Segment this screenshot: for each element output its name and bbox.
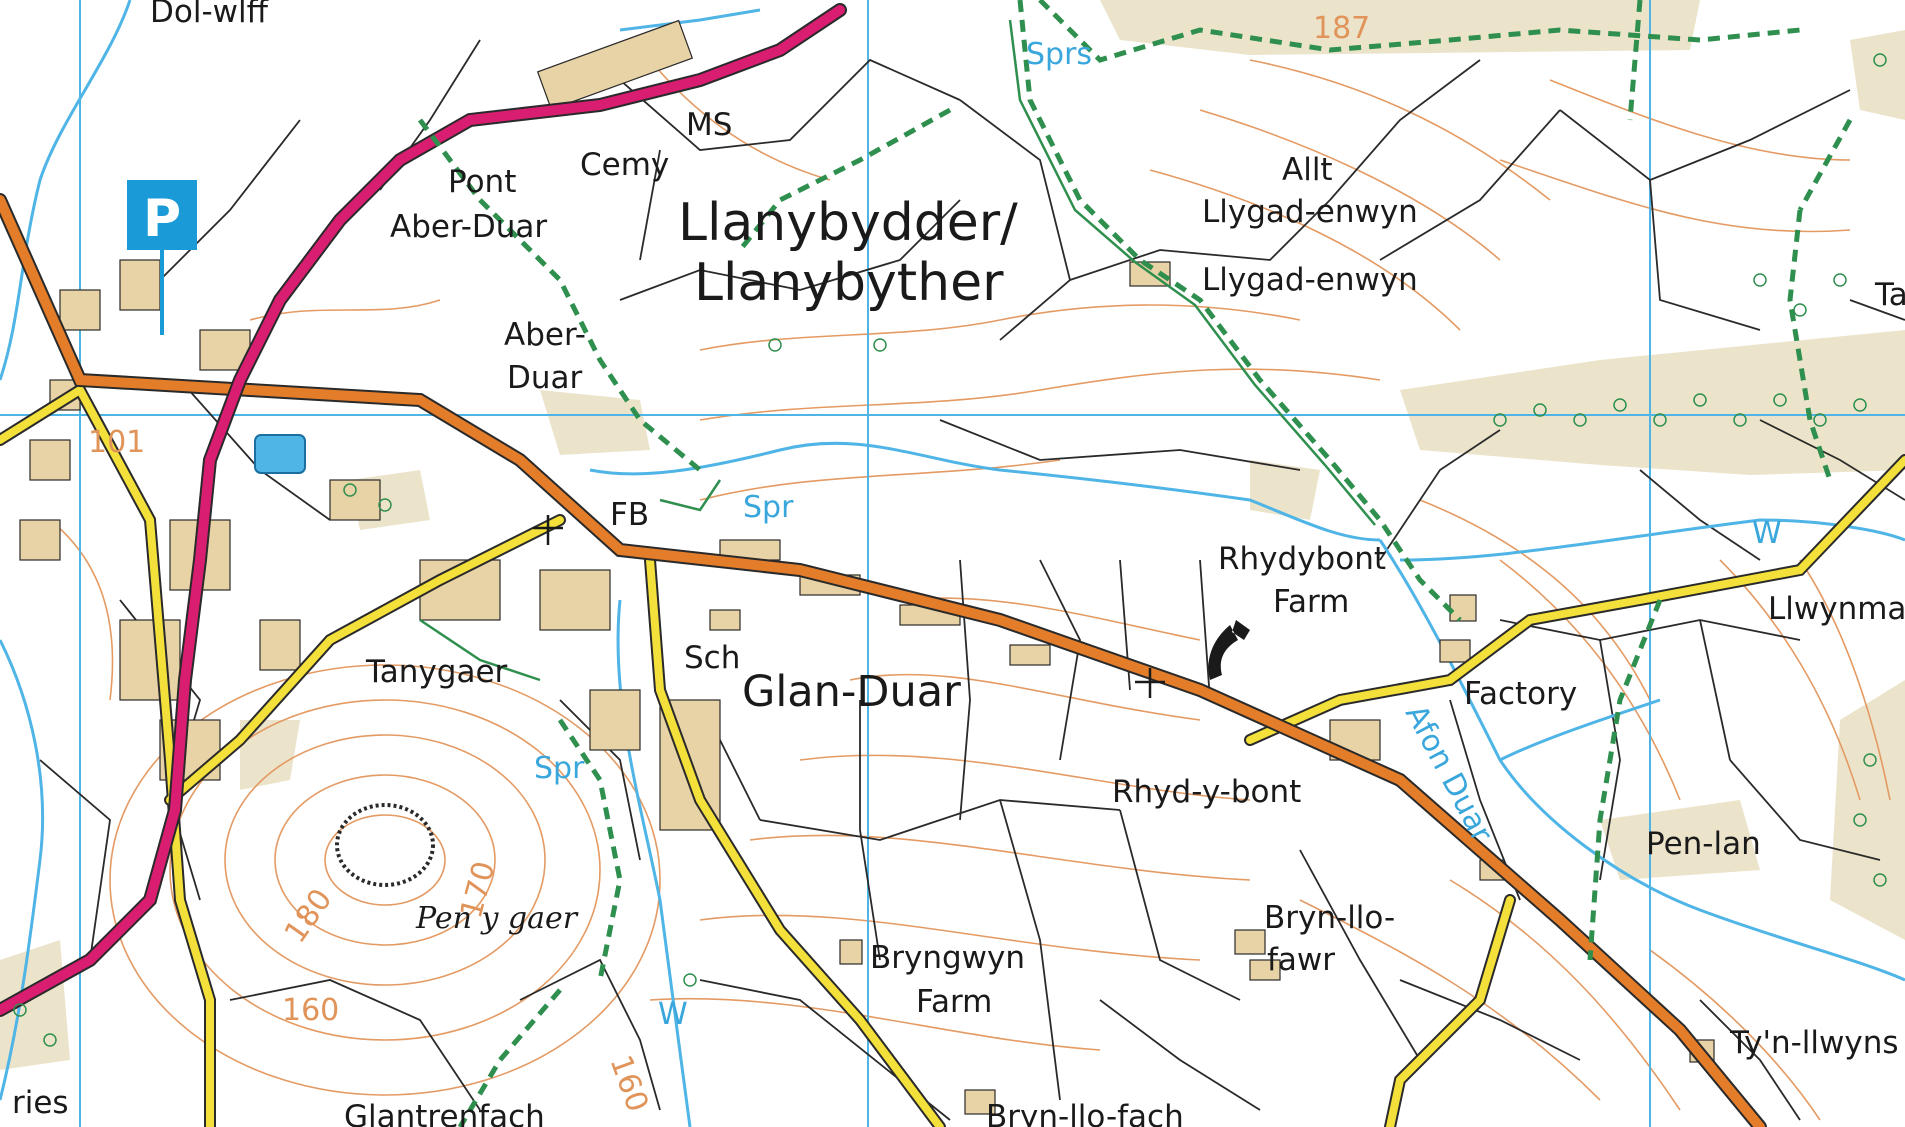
label-bryngwyn: Bryngwyn (870, 940, 1025, 976)
label-town-line1: Llanybydder/ (678, 193, 1018, 253)
label-bryn-llo-line2: fawr (1267, 942, 1335, 978)
label-glan-duar: Glan-Duar (742, 667, 961, 717)
pond (254, 434, 306, 474)
label-ta: Ta (1874, 277, 1905, 313)
contour-lines (49, 59, 1891, 1121)
label-w-right: W (1752, 516, 1782, 551)
label-aber-duar-bridge: Aber-Duar (390, 209, 547, 245)
label-dol-wlff: Dol-wlff (150, 0, 269, 30)
label-llygad-enwyn-1: Llygad-enwyn (1202, 194, 1418, 230)
label-w-bottom: W (658, 997, 688, 1032)
label-pont: Pont (448, 164, 516, 200)
cross-markers (533, 515, 1165, 698)
a-road (0, 3, 847, 1017)
woodland-areas (0, 0, 1905, 1070)
label-llygad-enwyn-2: Llygad-enwyn (1202, 262, 1418, 298)
label-tanygaer: Tanygaer (365, 654, 508, 690)
parking-icon: P (143, 189, 181, 249)
label-spr-fb: Spr (743, 490, 794, 525)
label-glantrenfach: Glantrenfach (344, 1099, 545, 1127)
label-spot-187: 187 (1313, 11, 1370, 46)
hill-fort (335, 803, 435, 887)
label-tyn-llwyns: Ty'n-llwyns (1729, 1025, 1899, 1061)
tree-symbols (13, 53, 1887, 1047)
label-ms: MS (686, 107, 732, 143)
parking-sign: P (127, 180, 197, 335)
label-factory: Factory (1464, 676, 1577, 712)
label-sprs: Sprs (1026, 37, 1092, 72)
field-boundaries (39, 39, 1905, 1121)
telephone-icon (1208, 620, 1250, 680)
label-contour-160a: 160 (282, 993, 339, 1028)
label-allt: Allt (1282, 152, 1333, 188)
label-height-101: 101 (88, 425, 145, 460)
footpaths (418, 0, 1853, 1127)
label-aber-line1: Aber- (504, 317, 586, 353)
label-aber-line2: Duar (507, 360, 583, 396)
label-spr-mid: Spr (534, 751, 585, 786)
label-rhyd-y-bont: Rhyd-y-bont (1112, 774, 1301, 810)
label-rhydybont-farm: Farm (1273, 584, 1349, 620)
label-ries: ries (12, 1085, 69, 1121)
label-bryn-llo-fach: Bryn-llo-fach (986, 1099, 1184, 1127)
label-sch: Sch (684, 640, 740, 676)
label-pen-lan: Pen-lan (1646, 826, 1761, 862)
label-bryngwyn-farm: Farm (916, 984, 992, 1020)
public-rights-of-way (419, 19, 1376, 682)
minor-roads (0, 381, 1905, 1127)
label-cemy: Cemy (580, 147, 669, 183)
b-road (0, 193, 1767, 1127)
buildings (19, 19, 1715, 1115)
label-rhydybont: Rhydybont (1218, 541, 1386, 577)
label-llwynma: Llwynma (1768, 591, 1905, 627)
label-bryn-llo-line1: Bryn-llo- (1264, 900, 1395, 936)
label-town-line2: Llanybyther (694, 253, 1004, 313)
label-fb: FB (610, 497, 649, 533)
label-pen-y-gaer: Pen y gaer (415, 901, 579, 936)
